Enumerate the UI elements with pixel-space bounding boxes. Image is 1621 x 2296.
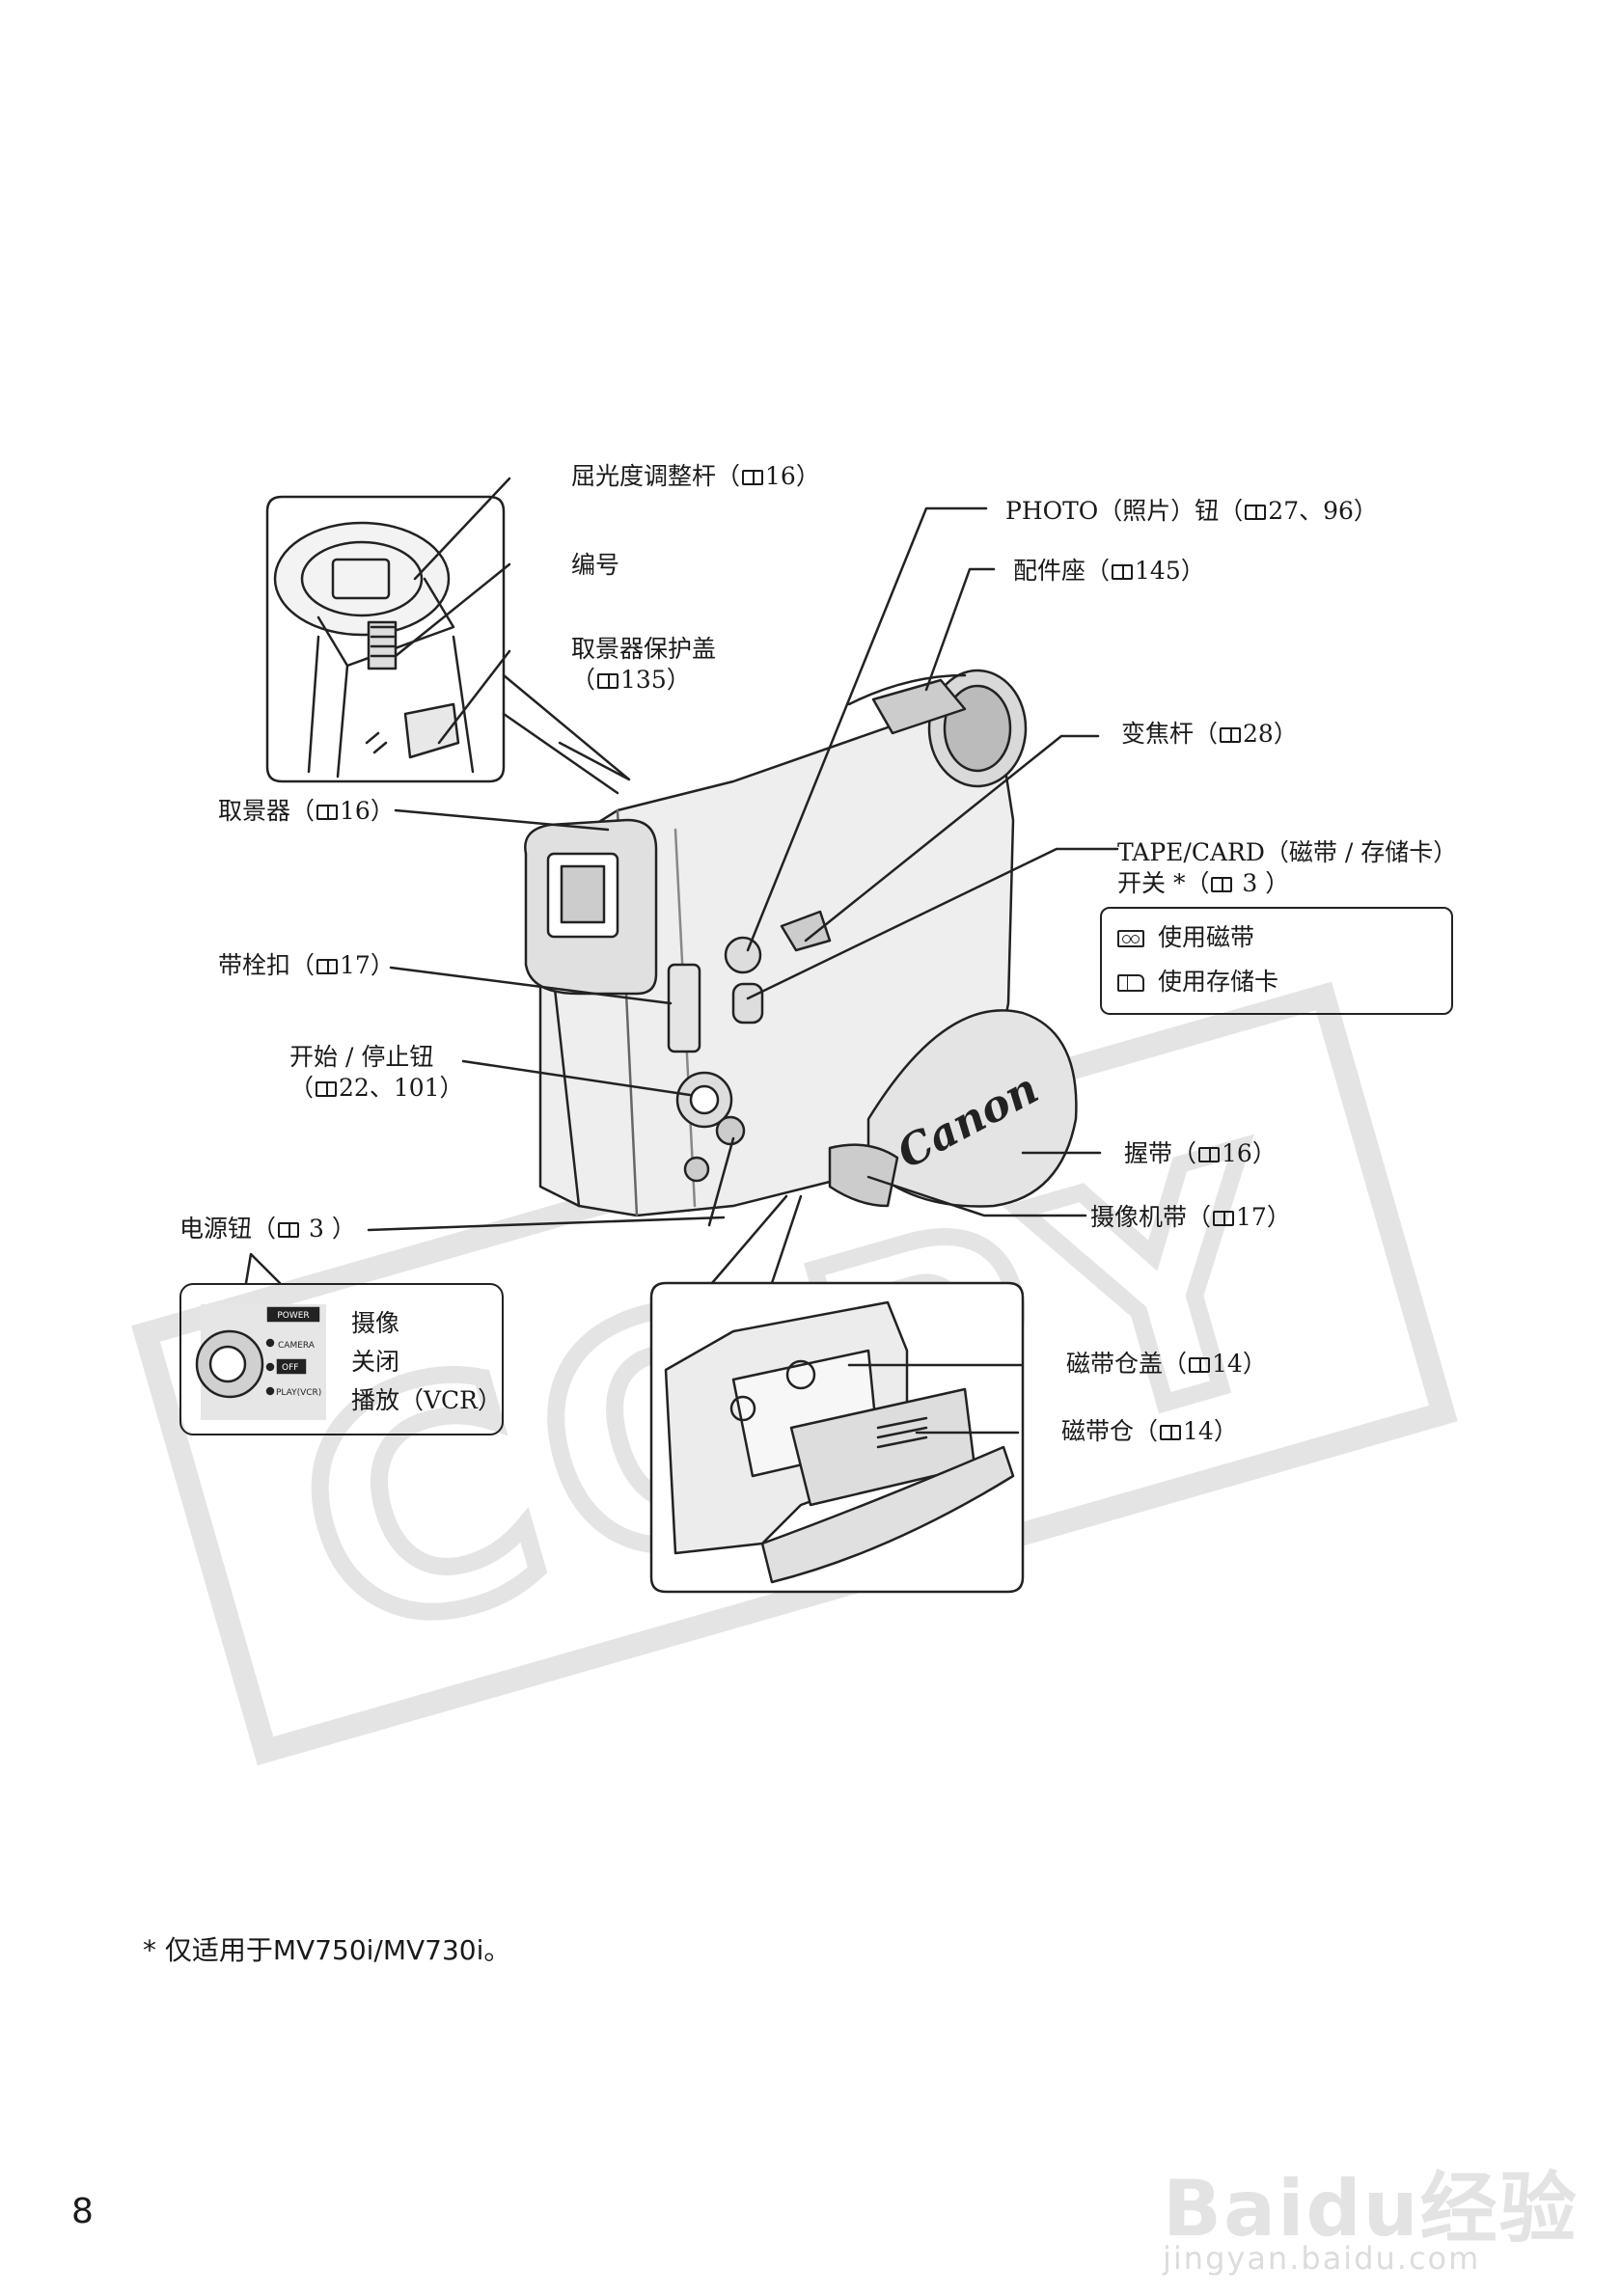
book-icon [316,959,339,974]
power-mode-off: 关闭 [351,1348,400,1376]
power-dial-icon: POWER CAMERA OFF PLAY(VCR) [195,1304,326,1420]
page-number: 8 [71,2192,94,2231]
power-mode-inset: POWER CAMERA OFF PLAY(VCR) 摄像 关闭 播放（VCR） [179,1283,504,1435]
book-icon [1245,505,1267,520]
label-power-button: 电源钮（ 3 ） [179,1215,356,1243]
label-serial-number: 编号 [571,551,620,579]
book-icon [1189,1357,1211,1373]
tape-card-options-box: 使用磁带 使用存储卡 [1100,907,1453,1015]
power-mode-camera: 摄像 [351,1309,400,1337]
label-photo-button: PHOTO（照片）钮（27、96） [1005,497,1378,525]
book-icon [1220,727,1242,743]
power-mode-play: 播放（VCR） [351,1386,503,1414]
label-strap-clip: 带栓扣（17） [218,951,395,979]
tape-icon [1117,930,1144,947]
label-grip-belt: 握带（16） [1124,1139,1277,1167]
baidu-watermark-logo: Baidu经验 [1163,2164,1579,2254]
label-viewfinder-cover: 取景器保护盖（135） [571,635,717,694]
label-tape-card-switch: TAPE/CARD（磁带 / 存储卡）开关 *（ 3 ） [1117,838,1458,897]
svg-text:OFF: OFF [282,1363,298,1373]
baidu-watermark-url: jingyan.baidu.com [1163,2240,1481,2277]
book-icon [1213,1211,1235,1226]
svg-text:PLAY(VCR): PLAY(VCR) [276,1388,321,1398]
option-use-tape: 使用磁带 [1117,922,1254,953]
label-cassette-compartment: 磁带仓（14） [1061,1417,1238,1445]
option-use-card: 使用存储卡 [1117,967,1278,998]
label-zoom-lever: 变焦杆（28） [1121,720,1298,748]
photo-button-art [724,936,762,974]
book-icon [316,1081,338,1097]
book-icon [1198,1147,1221,1162]
book-icon [742,470,764,485]
label-cassette-cover: 磁带仓盖（14） [1066,1350,1267,1378]
book-icon [1112,564,1134,580]
book-icon [1211,877,1233,892]
book-icon [597,673,619,689]
label-accessory-shoe: 配件座（145） [1013,557,1205,585]
accessory-shoe [871,678,967,735]
card-icon [1117,974,1144,992]
label-viewfinder: 取景器（16） [218,797,395,825]
strap-clip-art [667,963,701,1053]
label-start-stop-button: 开始 / 停止钮（22、101） [289,1043,464,1102]
zoom-lever-art [780,910,832,952]
book-icon [316,805,339,820]
svg-text:POWER: POWER [277,1311,309,1321]
label-camcorder-strap: 摄像机带（17） [1090,1203,1291,1231]
book-icon [278,1222,300,1238]
book-icon [1160,1425,1182,1440]
label-diopter-lever: 屈光度调整杆（16） [571,462,820,490]
svg-text:CAMERA: CAMERA [278,1341,316,1351]
footnote: * 仅适用于MV750i/MV730i。 [143,1934,511,1966]
